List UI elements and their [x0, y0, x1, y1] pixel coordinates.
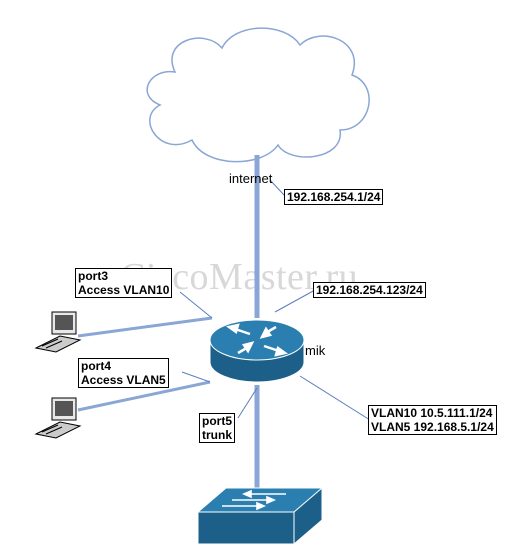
leader-port4 — [181, 371, 211, 383]
port4-label: port4 Access VLAN5 — [78, 358, 169, 388]
port4-mode: Access VLAN5 — [81, 373, 166, 387]
computer-icon — [34, 397, 82, 439]
internet-label: internet — [229, 171, 273, 186]
port3-mode: Access VLAN10 — [78, 283, 170, 297]
leader-vlans — [299, 375, 371, 421]
cloud-icon — [146, 27, 370, 163]
link-router-pc1 — [77, 316, 213, 338]
leader-gateway-ip — [269, 179, 286, 197]
uplink-ip-label: 192.168.254.123/24 — [313, 282, 426, 298]
vlan-interfaces-label: VLAN10 10.5.111.1/24 VLAN5 192.168.5.1/2… — [368, 405, 497, 435]
port3-name: port3 — [78, 269, 108, 283]
port5-mode: trunk — [202, 428, 232, 442]
gateway-ip-label: 192.168.254.1/24 — [284, 189, 384, 205]
router-icon — [209, 319, 305, 383]
port5-label: port5 trunk — [199, 413, 235, 443]
leader-uplink-ip — [274, 289, 316, 313]
vlan5-interface: VLAN5 192.168.5.1/24 — [371, 420, 494, 434]
switch-icon — [196, 487, 324, 545]
port4-name: port4 — [81, 359, 111, 373]
vlan10-interface: VLAN10 10.5.111.1/24 — [371, 406, 493, 420]
port3-label: port3 Access VLAN10 — [75, 268, 173, 298]
link-router-pc2 — [77, 380, 211, 412]
computer-icon — [34, 311, 82, 353]
leader-port5 — [237, 387, 258, 419]
port5-name: port5 — [202, 414, 232, 428]
router-label: mik — [305, 343, 326, 358]
leader-port3 — [179, 291, 213, 319]
